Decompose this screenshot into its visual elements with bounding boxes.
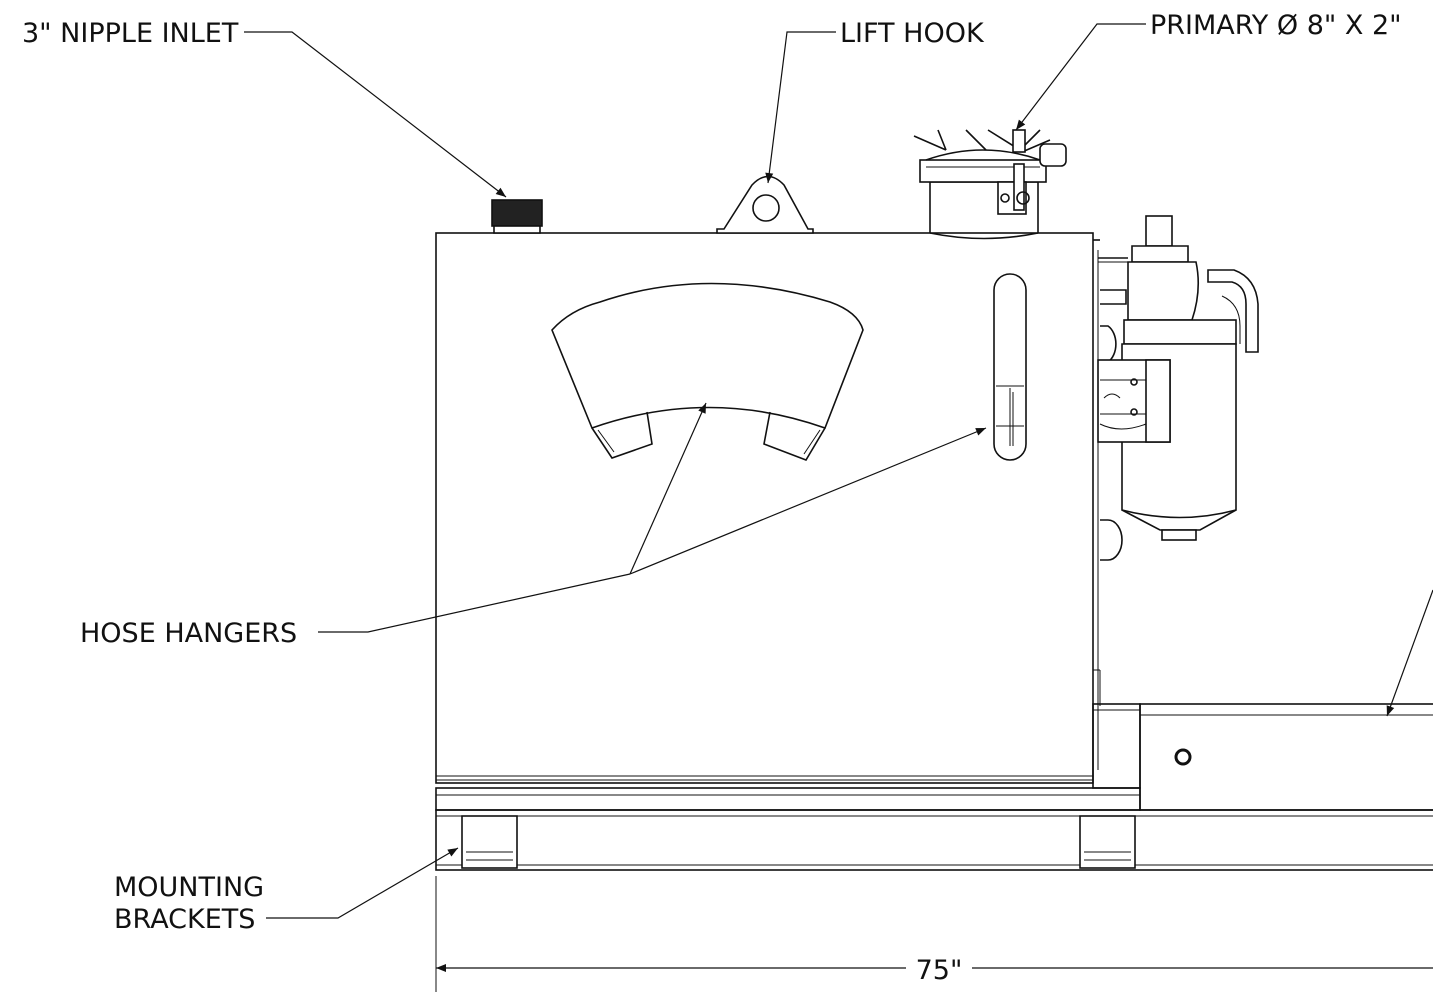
callout-mounting-line2: BRACKETS — [114, 904, 255, 935]
hose-hanger-slot — [993, 273, 1027, 461]
leader-mounting-brackets — [266, 847, 459, 919]
mounting-brackets — [461, 815, 1136, 869]
callout-mounting-line1: MOUNTING — [114, 872, 264, 903]
callout-primary: PRIMARY Ø 8" X 2" — [1150, 10, 1402, 41]
primary-filter — [913, 129, 1067, 240]
dimension-width: 75" — [435, 876, 1433, 992]
secondary-filter — [1097, 215, 1259, 541]
callout-hose-hangers: HOSE HANGERS — [80, 618, 297, 649]
leader-hose-hangers — [318, 402, 987, 633]
nipple-inlet — [491, 199, 543, 234]
lift-hook — [716, 175, 814, 234]
leader-nipple-inlet — [244, 31, 507, 198]
callout-lift-hook: LIFT HOOK — [840, 18, 985, 49]
callout-nipple-inlet: 3" NIPPLE INLET — [22, 18, 239, 49]
leader-lift-hook — [765, 31, 836, 184]
dimension-width-label: 75" — [916, 955, 963, 986]
hose-hanger-arch — [551, 282, 864, 461]
leader-offscreen — [1386, 589, 1433, 717]
leader-primary — [1015, 23, 1146, 131]
skid-base — [435, 703, 1433, 871]
